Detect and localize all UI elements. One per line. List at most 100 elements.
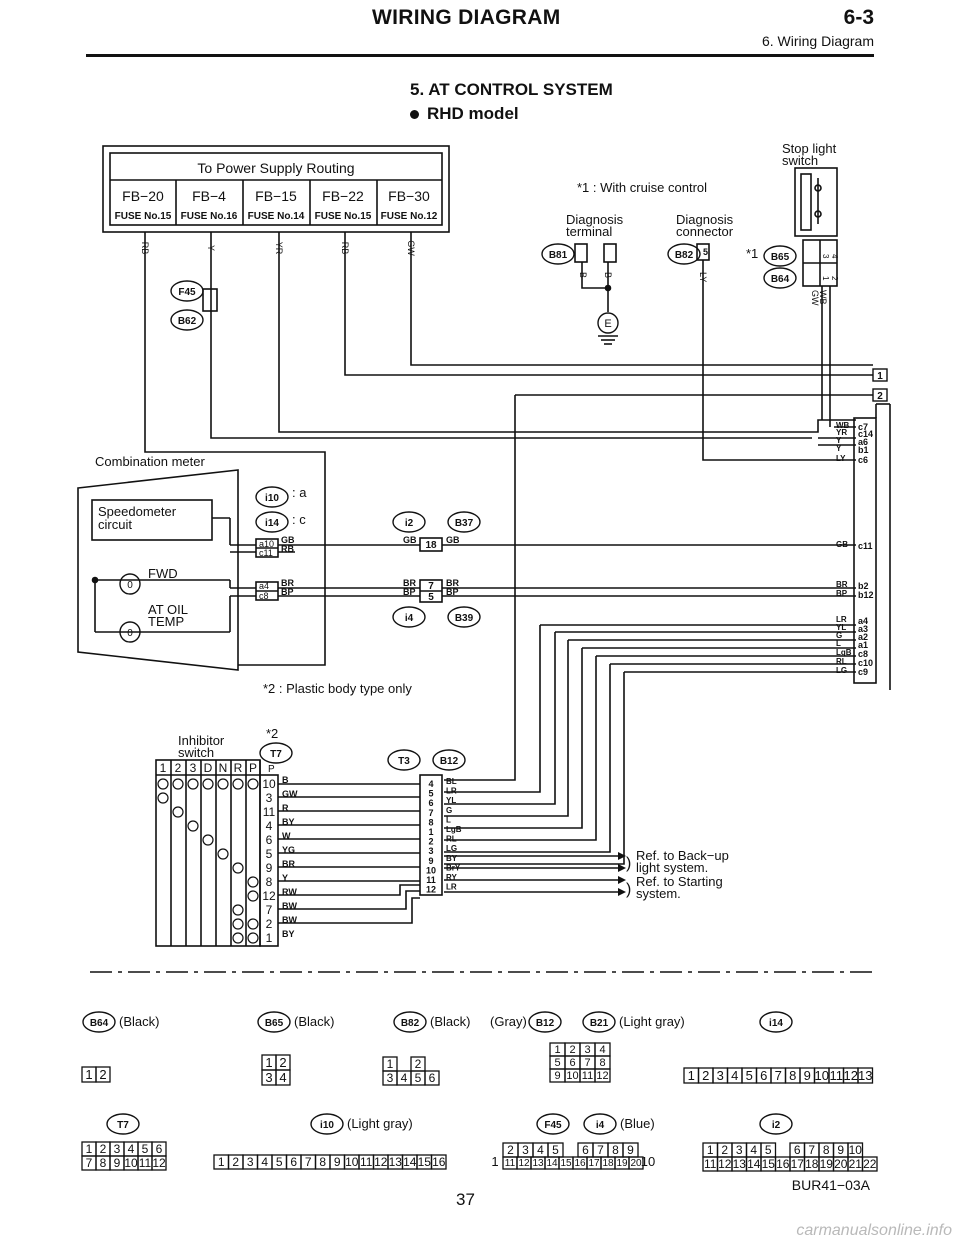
- right-connector-box: [853, 417, 877, 684]
- legend-i14-grid-pin: 6: [760, 1068, 767, 1083]
- i14-note: : c: [292, 512, 306, 527]
- inhibitor-pin: 11: [263, 805, 276, 819]
- legend-i2-grid-pin: 5: [765, 1143, 772, 1157]
- right-pin: c10: [858, 658, 873, 668]
- brace-backup: ): [626, 855, 631, 872]
- t3-wire: G: [446, 806, 452, 815]
- legend-f45-grid-pin: 4: [537, 1143, 544, 1157]
- t3-wire: BL: [446, 777, 457, 786]
- right-pin: b2: [858, 581, 869, 591]
- legend-f45-grid-pin: 14: [546, 1158, 558, 1169]
- inhibitor-wire: BR: [282, 859, 295, 869]
- t3-connector: [419, 774, 443, 896]
- legend-i10-grid-pin: 6: [290, 1155, 297, 1169]
- b65-pin: 1: [821, 276, 830, 281]
- legend-i14-grid-pin: 12: [844, 1068, 858, 1083]
- right-pin: c9: [858, 667, 868, 677]
- legend-i2-grid-pin: 2: [721, 1143, 728, 1157]
- inhibitor-wire: BW: [282, 915, 297, 925]
- legend-f45-grid-pin: 2: [507, 1143, 514, 1157]
- legend-i14-label: i14: [769, 1018, 783, 1029]
- diagnosis-connector-label-2: connector: [676, 224, 734, 239]
- inhibitor-contact: [232, 918, 244, 930]
- right-wire: BR: [836, 580, 848, 589]
- legend-f45-grid-cell: [628, 1156, 644, 1170]
- t3-pin: 4: [428, 779, 433, 789]
- inhibitor-contact: [217, 778, 229, 790]
- supply-wire-color: RB: [340, 242, 350, 255]
- b62-connector-oval: [170, 309, 204, 331]
- legend-i4-label: i4: [596, 1120, 605, 1131]
- legend-i10-grid-pin: 10: [345, 1155, 359, 1169]
- legend-f45-grid-pin: 20: [630, 1158, 642, 1169]
- legend-i2-grid-pin: 10: [849, 1143, 863, 1157]
- fuse-number-label: FUSE No.12: [381, 211, 438, 222]
- legend-b12-grid-pin: 8: [599, 1057, 605, 1069]
- page-title: WIRING DIAGRAM: [372, 6, 561, 29]
- inhibitor-wire: W: [282, 831, 291, 841]
- inhibitor-wire: BW: [282, 901, 297, 911]
- right-pin: a2: [858, 632, 868, 642]
- legend-b64-grid-pin: 2: [99, 1067, 106, 1082]
- brace-starting: ): [626, 881, 631, 898]
- b82-connector-oval: [667, 243, 701, 265]
- legend-b12-grid-cell: [594, 1068, 611, 1083]
- page-number: 37: [456, 1190, 475, 1209]
- legend-i14-grid-pin: 10: [815, 1068, 829, 1083]
- b65-oval: [763, 245, 797, 267]
- inhibitor-wire: RW: [282, 887, 297, 897]
- ref-backup-label-2: light system.: [636, 860, 708, 875]
- right-wire: YL: [836, 623, 846, 632]
- legend-i2-grid-pin: 19: [820, 1157, 834, 1171]
- legend-b64-color: (Black): [119, 1014, 159, 1029]
- section-number: 6-3: [843, 6, 874, 29]
- legend-b12-grid-pin: 3: [584, 1044, 590, 1056]
- right-wire: LG: [836, 666, 847, 675]
- right-pin: a4: [858, 616, 868, 626]
- legend-f45-grid-pin: 6: [582, 1143, 589, 1157]
- i10-connector-label: i10: [265, 493, 279, 504]
- i4-connector-oval: [392, 606, 426, 628]
- legend-i2-grid-pin: 16: [776, 1157, 790, 1171]
- legend-b82-color: (Black): [430, 1014, 470, 1029]
- t3-wire: YL: [446, 796, 456, 805]
- legend-i2-oval: [759, 1113, 793, 1135]
- fwd-circle: [119, 573, 141, 595]
- supply-wire-color: YR: [274, 242, 284, 255]
- legend-f45-grid-pin: 3: [522, 1143, 529, 1157]
- right-pin: c7: [858, 422, 868, 432]
- legend-i2-grid-pin: 7: [808, 1143, 815, 1157]
- legend-b82-grid-pin: 4: [401, 1071, 408, 1085]
- b65-pin: 2: [830, 276, 839, 281]
- inhibitor-contact: [202, 778, 214, 790]
- inhibitor-pin: 4: [266, 819, 273, 833]
- legend-i2-grid-cell: [861, 1156, 878, 1172]
- stop-light-switch-label: Stop light: [782, 141, 837, 156]
- legend-b12-grid-pin: 11: [582, 1070, 593, 1082]
- inhibitor-contact: [202, 834, 214, 846]
- b82-connector-label: B82: [675, 250, 694, 261]
- meter-pin: a4: [259, 581, 269, 591]
- star1-label: *1: [746, 246, 758, 261]
- legend-i2-grid-pin: 3: [736, 1143, 743, 1157]
- legend-i2-grid-pin: 9: [837, 1143, 844, 1157]
- legend-i10-grid-pin: 4: [261, 1155, 268, 1169]
- right-wire: Y: [836, 436, 842, 445]
- b12-connector-label: B12: [440, 756, 459, 767]
- right-wire: BP: [836, 589, 848, 598]
- fuse-number-label: FUSE No.14: [248, 211, 305, 222]
- legend-b65-grid-pin: 2: [279, 1055, 286, 1070]
- legend-b64-grid-pin: 1: [85, 1067, 92, 1082]
- legend-t7-grid-pin: 7: [86, 1156, 93, 1170]
- t3-pin: 8: [428, 817, 433, 827]
- inhibitor-contact: [187, 820, 199, 832]
- cruise-note: *1 : With cruise control: [577, 180, 707, 195]
- inhibitor-header: N: [219, 761, 228, 775]
- t3-wire: L: [446, 815, 451, 824]
- inhibitor-contact: [232, 932, 244, 944]
- mid-wire: BR: [403, 578, 416, 588]
- inhibitor-contact: [247, 876, 259, 888]
- diag-wire: LY: [698, 272, 708, 282]
- legend-b65-color: (Black): [294, 1014, 334, 1029]
